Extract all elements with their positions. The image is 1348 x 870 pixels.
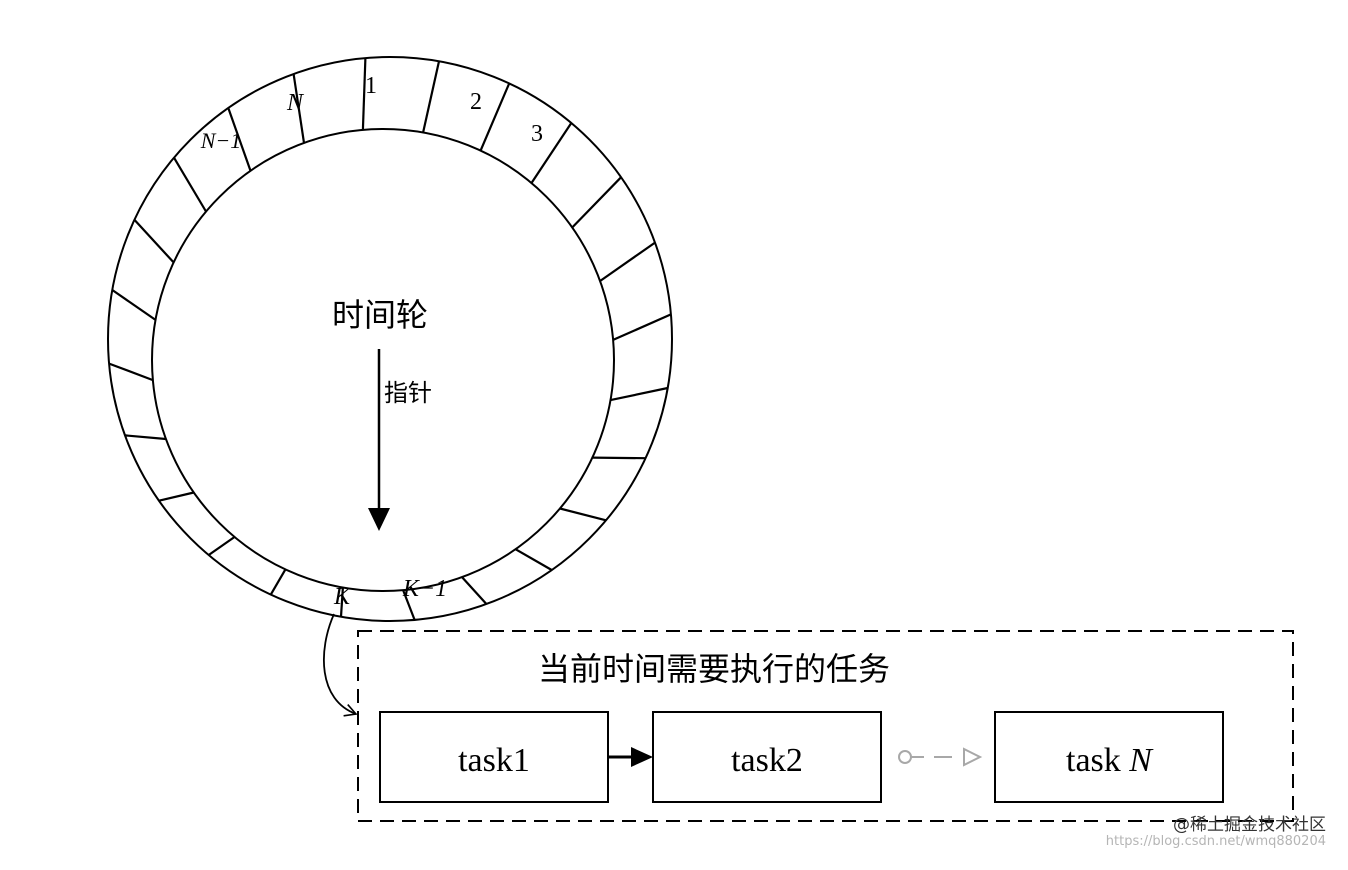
slot-divider	[422, 61, 441, 133]
task-label-1: task1	[458, 742, 530, 779]
task-box-n	[994, 711, 1224, 803]
slot-divider	[599, 241, 656, 282]
pointer-arrowhead	[368, 508, 390, 531]
slot-divider	[269, 568, 287, 596]
slot-divider	[479, 82, 511, 152]
slot-label-n: N	[286, 90, 305, 116]
slot-divider	[571, 176, 622, 229]
task1-to-task2-arrowhead	[631, 747, 653, 767]
wheel-inner-ring	[151, 128, 615, 592]
wheel-outer-ring	[107, 56, 673, 622]
slot-divider	[461, 576, 488, 605]
slot-divider	[124, 434, 166, 441]
slot-divider	[111, 289, 157, 321]
slot-divider	[133, 219, 175, 264]
task-label-2: task2	[731, 742, 803, 779]
slot-divider	[361, 58, 367, 130]
slot-divider	[339, 587, 344, 617]
task-group-title: 当前时间需要执行的任务	[538, 650, 890, 688]
slot-divider	[402, 589, 416, 621]
slot-divider	[292, 73, 306, 144]
faded-dashed-connector	[898, 747, 983, 767]
task-box-2	[652, 711, 882, 803]
slot-label-k: K	[333, 584, 352, 610]
slot-divider	[158, 491, 195, 502]
slot-divider	[108, 362, 154, 382]
slot-label-2: 2	[470, 89, 482, 115]
slot-label-3: 3	[531, 121, 543, 147]
slot-divider	[612, 313, 672, 341]
slot-label-n-minus-1: N−1	[200, 128, 242, 153]
task-label-n: task N	[1066, 742, 1154, 779]
watermark-url: https://blog.csdn.net/wmq880204	[1105, 834, 1326, 849]
slot-dividers	[108, 58, 672, 621]
slot-divider	[227, 107, 252, 172]
timing-wheel: N 1 2 3 N−1 K K−1 时间轮 指针	[107, 56, 673, 622]
watermark-brand: @稀土掘金技术社区	[1173, 815, 1326, 835]
slot-divider	[173, 157, 207, 213]
watermark: @稀土掘金技术社区 https://blog.csdn.net/wmq88020…	[1105, 815, 1326, 849]
slot-divider	[514, 548, 553, 571]
slot-divider	[592, 456, 646, 460]
slot-label-k-minus-1: K−1	[402, 576, 447, 602]
wheel-title: 时间轮	[332, 296, 428, 334]
slot-divider	[610, 386, 668, 402]
task-group: 当前时间需要执行的任务 task1 task2 task N	[357, 630, 1294, 822]
slot-label-1: 1	[365, 73, 377, 99]
slot-to-tasks-connector	[323, 613, 358, 717]
slot-divider	[208, 536, 236, 556]
slot-divider	[559, 507, 607, 522]
slot-divider	[530, 122, 573, 184]
pointer-label: 指针	[384, 379, 432, 407]
task-group-border	[357, 630, 1294, 822]
